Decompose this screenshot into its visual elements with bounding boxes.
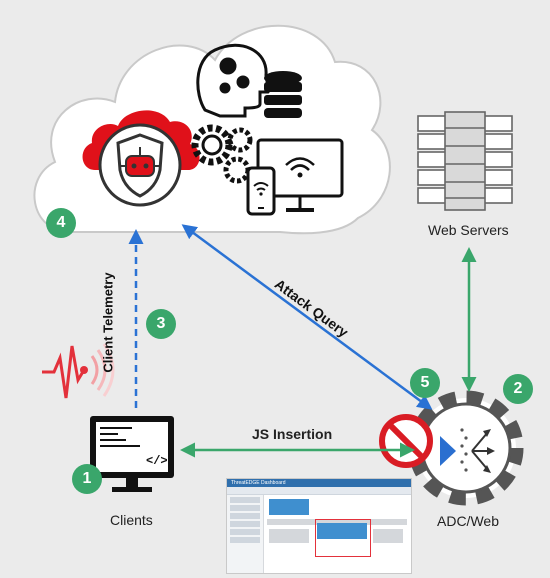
ai-security-cloud-icon: [82, 110, 200, 207]
database-icon: [264, 71, 302, 118]
clients-label: Clients: [110, 512, 153, 528]
client-computer-icon: </>: [90, 416, 174, 492]
js-insertion-label: JS Insertion: [252, 426, 333, 442]
step-badge-3: 3: [146, 309, 176, 339]
screenshot-panel: [269, 529, 309, 543]
ai-head-icon: [196, 43, 271, 118]
step-badge-2: 2: [503, 374, 533, 404]
wifi-phone-icon: [246, 166, 276, 216]
screenshot-panel: [373, 529, 403, 543]
screenshot-panel-bar: [267, 519, 407, 525]
web-servers-icon: [417, 111, 513, 211]
screenshot-toolbar: [227, 487, 411, 495]
screenshot-title: ThreatEDGE Dashboard: [227, 479, 411, 487]
dashboard-screenshot: ThreatEDGE Dashboard: [226, 478, 412, 574]
step-badge-5: 5: [410, 368, 440, 398]
svg-text:</>: </>: [146, 454, 168, 468]
web-servers-label: Web Servers: [428, 222, 509, 238]
adc-web-label: ADC/Web: [437, 513, 499, 529]
adc-gear-icon: [408, 390, 524, 506]
step-badge-4: 4: [46, 208, 76, 238]
screenshot-sidebar: [227, 495, 264, 573]
attack-query-arrow: [181, 224, 433, 410]
block-icon: [379, 414, 433, 468]
screenshot-tile: [269, 499, 309, 515]
step-badge-1: 1: [72, 464, 102, 494]
telemetry-signal-icon: [42, 343, 115, 399]
screenshot-highlight-box: [315, 519, 371, 557]
screenshot-selected-tile: [317, 523, 367, 539]
client-telemetry-label: Client Telemetry: [100, 272, 116, 373]
wifi-monitor-icon: [256, 138, 344, 212]
